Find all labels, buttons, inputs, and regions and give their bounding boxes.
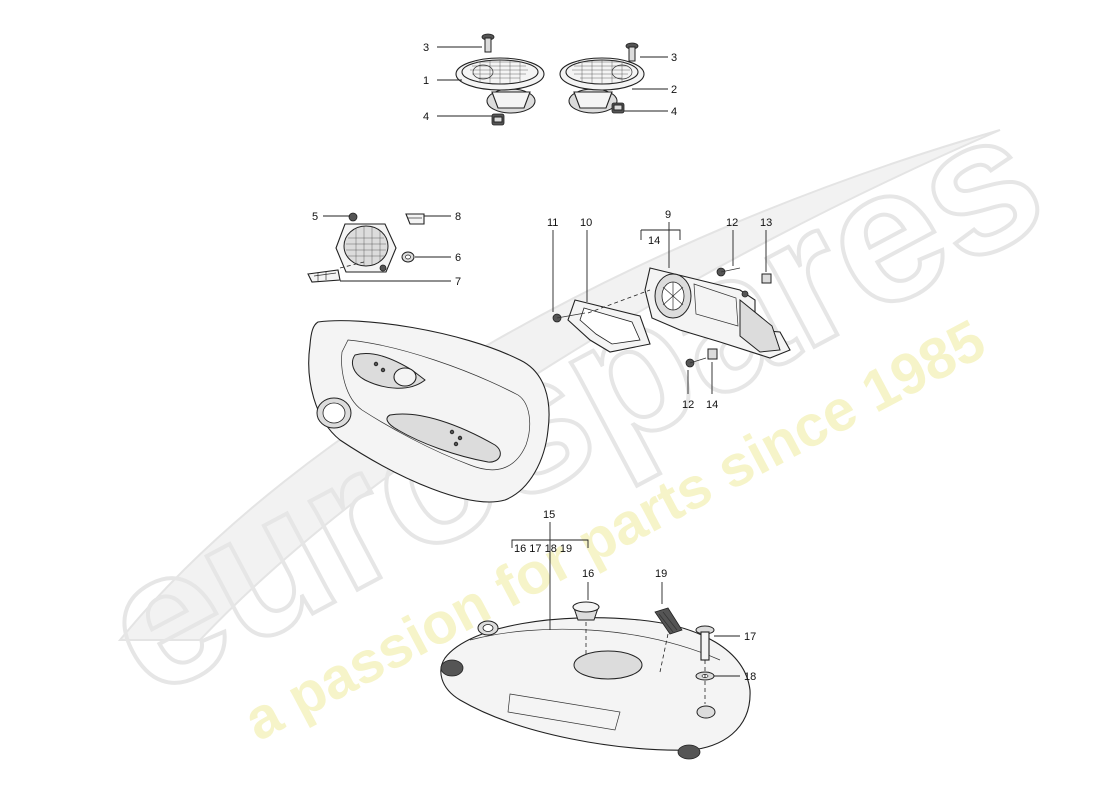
pin-17: [695, 625, 715, 661]
woofer-housing: [644, 267, 791, 359]
callout-15-sub: 16 17 18 19: [514, 543, 572, 555]
callout-8: 8: [455, 211, 461, 223]
cap-16: [572, 601, 600, 621]
screw-12-bottom: [685, 357, 707, 368]
callout-16: 16: [582, 568, 594, 580]
callout-2: 2: [671, 84, 677, 96]
speaker-left: [455, 57, 545, 114]
connector-7: [307, 269, 341, 283]
callout-12-bottom: 12: [682, 399, 694, 411]
screw-left: [481, 33, 495, 53]
callout-5: 5: [312, 211, 318, 223]
callout-1: 1: [423, 75, 429, 87]
callout-15: 15: [543, 509, 555, 521]
grip-19: [654, 607, 683, 635]
screw-right: [625, 42, 639, 62]
screw-11: [552, 312, 586, 323]
callout-9: 9: [665, 209, 671, 221]
clip-right: [611, 102, 625, 114]
clip-14-bottom: [707, 348, 718, 360]
callout-13: 13: [760, 217, 772, 229]
callout-19: 19: [655, 568, 667, 580]
callout-12-top: 12: [726, 217, 738, 229]
callout-6: 6: [455, 252, 461, 264]
lower-trim-console: [440, 617, 751, 760]
tweeter-assembly: [335, 212, 397, 273]
callout-3-right: 3: [671, 52, 677, 64]
callout-10: 10: [580, 217, 592, 229]
callout-9-sub: 14: [648, 235, 660, 247]
callout-14-bottom: 14: [706, 399, 718, 411]
callout-7: 7: [455, 276, 461, 288]
callout-11: 11: [547, 217, 558, 229]
callout-4-left: 4: [423, 111, 429, 123]
clip-left: [491, 113, 505, 126]
screw-12-top: [716, 267, 741, 277]
callout-4-right: 4: [671, 106, 677, 118]
bracket-8: [405, 213, 425, 225]
callout-3-left: 3: [423, 42, 429, 54]
callout-18: 18: [744, 671, 756, 683]
door-trim-panel: [308, 320, 550, 503]
callout-17: 17: [744, 631, 756, 643]
clip-13: [761, 273, 772, 284]
washer-6: [401, 251, 415, 263]
speaker-right: [559, 57, 645, 114]
